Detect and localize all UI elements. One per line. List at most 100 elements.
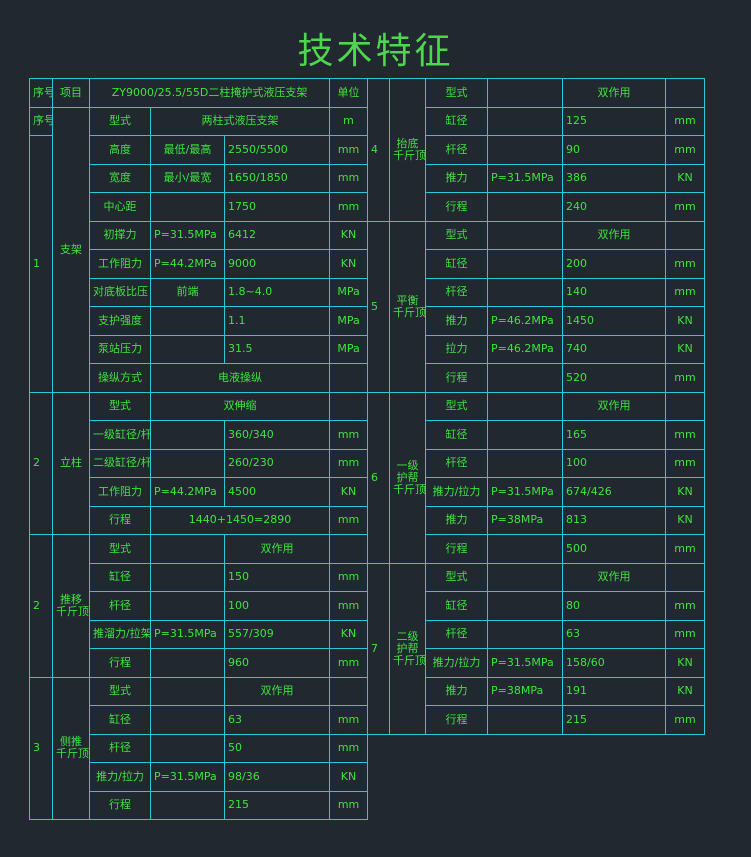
condition: P=31.5MPa: [487, 163, 563, 193]
value: 4500: [223, 477, 331, 507]
group-name: 抬底 千斤顶: [389, 78, 426, 222]
param: 型式: [425, 220, 488, 250]
table-row: 行程 1440+1450=2890 mm: [30, 505, 369, 535]
unit: mm: [329, 562, 369, 592]
unit: KN: [665, 648, 705, 678]
unit: mm: [329, 163, 369, 193]
group-name-line: 侧推: [60, 735, 82, 749]
unit: mm: [329, 448, 369, 478]
param: 初撑力: [89, 220, 151, 250]
condition: [487, 363, 563, 393]
value: 双作用: [562, 78, 666, 108]
value: 100: [223, 591, 331, 621]
unit: [329, 363, 369, 393]
header-model: ZY9000/25.5/55D二柱掩护式液压支架: [88, 78, 331, 108]
unit: mm: [329, 733, 369, 763]
value: 150: [223, 562, 331, 592]
value: 2550/5500: [223, 135, 331, 165]
param: 工作阻力: [89, 249, 151, 279]
table-row: 序号 支架 型式 两柱式液压支架 m: [29, 106, 369, 393]
param: 缸径: [425, 420, 488, 450]
value: 557/309: [223, 619, 331, 649]
condition: P=44.2MPa: [150, 249, 225, 279]
param: 推力/拉力: [425, 648, 488, 678]
table-row: 推力 P=46.2MPa 1450 KN: [368, 306, 705, 336]
param: 推力/拉力: [425, 477, 488, 507]
value: 740: [562, 334, 666, 364]
param: 杆径: [425, 277, 488, 307]
condition: P=31.5MPa: [150, 619, 225, 649]
condition: P=44.2MPa: [150, 477, 225, 507]
table-row: 杆径 63 mm: [368, 619, 705, 649]
group-name: 立柱: [52, 391, 90, 535]
value: 165: [562, 420, 666, 450]
param: 行程: [89, 790, 151, 820]
group-no: 1: [29, 135, 53, 393]
table-row: 1 高度 最低/最高 2550/5500 mm: [29, 135, 369, 393]
unit: mm: [665, 249, 705, 279]
unit: [329, 534, 369, 564]
group-no-label: 序号: [29, 106, 53, 136]
param: 型式: [89, 391, 151, 421]
unit: KN: [329, 220, 369, 250]
condition: 前端: [150, 277, 225, 307]
condition: [150, 790, 225, 820]
value: 双伸缩: [149, 391, 331, 421]
condition: [487, 619, 563, 649]
value: 1.8~4.0: [223, 277, 331, 307]
group-no: 2: [29, 534, 53, 678]
table-row: 泵站压力 31.5 MPa: [30, 334, 369, 364]
value: 158/60: [562, 648, 666, 678]
param: 行程: [425, 363, 488, 393]
condition: [487, 705, 563, 735]
table-row: 4 抬底 千斤顶 型式 双作用: [367, 78, 705, 222]
condition: 最小/最宽: [150, 163, 225, 193]
unit: mm: [329, 420, 369, 450]
param: 型式: [425, 391, 488, 421]
group-name: 一级 护帮 千斤顶: [389, 391, 426, 564]
value: 1750: [223, 192, 331, 222]
condition: [487, 249, 563, 279]
condition: [487, 78, 563, 108]
table-row: 行程 520 mm: [368, 363, 705, 393]
param: 行程: [89, 648, 151, 678]
condition: P=31.5MPa: [150, 762, 225, 792]
spec-table-right: 4 抬底 千斤顶 型式 双作用 缸径 125 mm 杆径 90 mm 推力 P=…: [367, 78, 705, 735]
condition: [150, 306, 225, 336]
unit: KN: [329, 619, 369, 649]
group-name: 平衡 千斤顶: [389, 220, 426, 393]
table-row: 一级缸径/杆径 360/340 mm: [30, 420, 369, 450]
param: 中心距: [89, 192, 151, 222]
value: 电液操纵: [149, 363, 331, 393]
table-row: 行程 240 mm: [368, 192, 705, 222]
group-name-line: 推移: [60, 592, 82, 606]
table-row: 行程 215 mm: [30, 790, 369, 820]
unit: [329, 676, 369, 706]
unit: KN: [665, 505, 705, 535]
param: 型式: [89, 676, 151, 706]
value: 215: [562, 705, 666, 735]
param: 支护强度: [89, 306, 151, 336]
table-row: 5 平衡 千斤顶 型式 双作用: [367, 220, 705, 393]
table-row: 推溜力/拉架力 P=31.5MPa 557/309 KN: [30, 619, 369, 649]
unit: [665, 78, 705, 108]
group-name-line: 千斤顶: [56, 747, 89, 761]
value: 191: [562, 676, 666, 706]
condition: [150, 420, 225, 450]
condition: 最低/最高: [150, 135, 225, 165]
param: 型式: [89, 106, 151, 136]
group-name-line: 抬底: [396, 136, 419, 150]
unit: mm: [665, 135, 705, 165]
unit: mm: [665, 705, 705, 735]
page-title: 技术特征: [297, 31, 454, 72]
spec-table-left: 序号 项目 ZY9000/25.5/55D二柱掩护式液压支架 单位 序号 支架 …: [29, 78, 369, 820]
param: 拉力: [425, 334, 488, 364]
value: 31.5: [223, 334, 331, 364]
param: 二级缸径/杆径: [89, 448, 151, 478]
param: 对底板比压: [89, 277, 151, 307]
unit: mm: [329, 135, 369, 165]
condition: P=31.5MPa: [487, 648, 563, 678]
table-row: 2 立柱 型式 双伸缩: [29, 391, 369, 535]
group-name-line: 千斤顶: [393, 148, 426, 162]
value: 260/230: [223, 448, 331, 478]
